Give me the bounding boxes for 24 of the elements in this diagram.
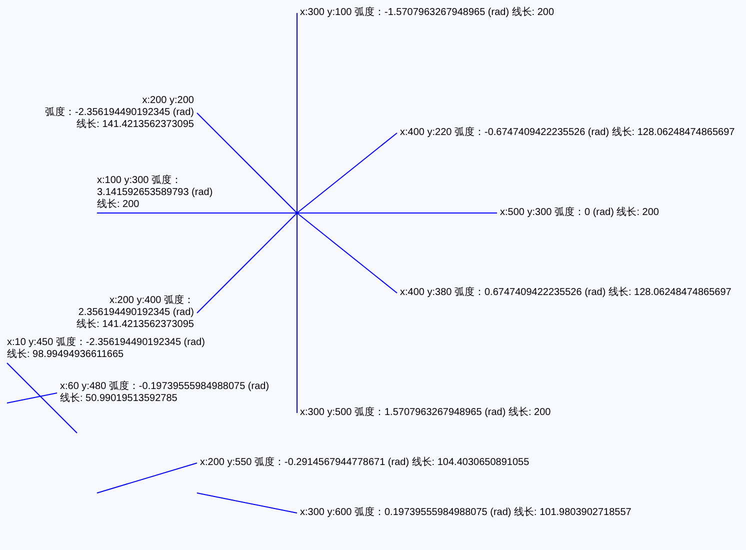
line-segment bbox=[196, 212, 298, 314]
line-segment bbox=[196, 492, 298, 514]
line-segment bbox=[6, 362, 78, 434]
coordinate-label: x:400 y:220 弧度：-0.6747409422235526 (rad) 线长: 128.06248474865697 bbox=[398, 127, 735, 139]
line-segment bbox=[296, 212, 498, 214]
coordinate-label: x:60 y:480 弧度：-0.19739555984988075 (rad) 线长: 50.99019513592785 bbox=[58, 381, 270, 405]
line-segment bbox=[296, 212, 298, 414]
coordinate-label: x:200 y:550 弧度：-0.2914567944778671 (rad) 线长: 104.4030650891055 bbox=[198, 457, 530, 469]
coordinate-label: x:10 y:450 弧度：-2.356194490192345 (rad) 线长: 98.99494936611665 bbox=[7, 337, 205, 361]
line-segment bbox=[296, 12, 298, 214]
line-segment bbox=[96, 212, 298, 214]
line-segment bbox=[6, 392, 58, 404]
coordinate-label: x:300 y:100 弧度：-1.5707963267948965 (rad) 线长: 200 bbox=[298, 7, 555, 19]
line-segment bbox=[96, 462, 198, 494]
coordinate-label: x:300 y:600 弧度：0.19739555984988075 (rad) 线长: 101.9803902718557 bbox=[298, 507, 632, 519]
line-segment bbox=[196, 112, 298, 214]
coordinate-label: x:500 y:300 弧度：0 (rad) 线长: 200 bbox=[498, 207, 659, 219]
coordinate-label: x:300 y:500 弧度：1.5707963267948965 (rad) 线长: 200 bbox=[298, 407, 551, 419]
coordinate-label: x:200 y:400 弧度：2.356194490192345 (rad) 线长: 141.4213562373095 bbox=[76, 295, 196, 331]
line-segment bbox=[296, 212, 398, 294]
coordinate-label: x:100 y:300 弧度：3.141592653589793 (rad) 线长: 200 bbox=[97, 175, 213, 211]
line-segment bbox=[296, 132, 398, 214]
coordinate-label: x:400 y:380 弧度：0.6747409422235526 (rad) 线长: 128.06248474865697 bbox=[398, 287, 732, 299]
coordinate-label: x:200 y:200 弧度：-2.356194490192345 (rad) 线长: 141.4213562373095 bbox=[45, 95, 196, 131]
